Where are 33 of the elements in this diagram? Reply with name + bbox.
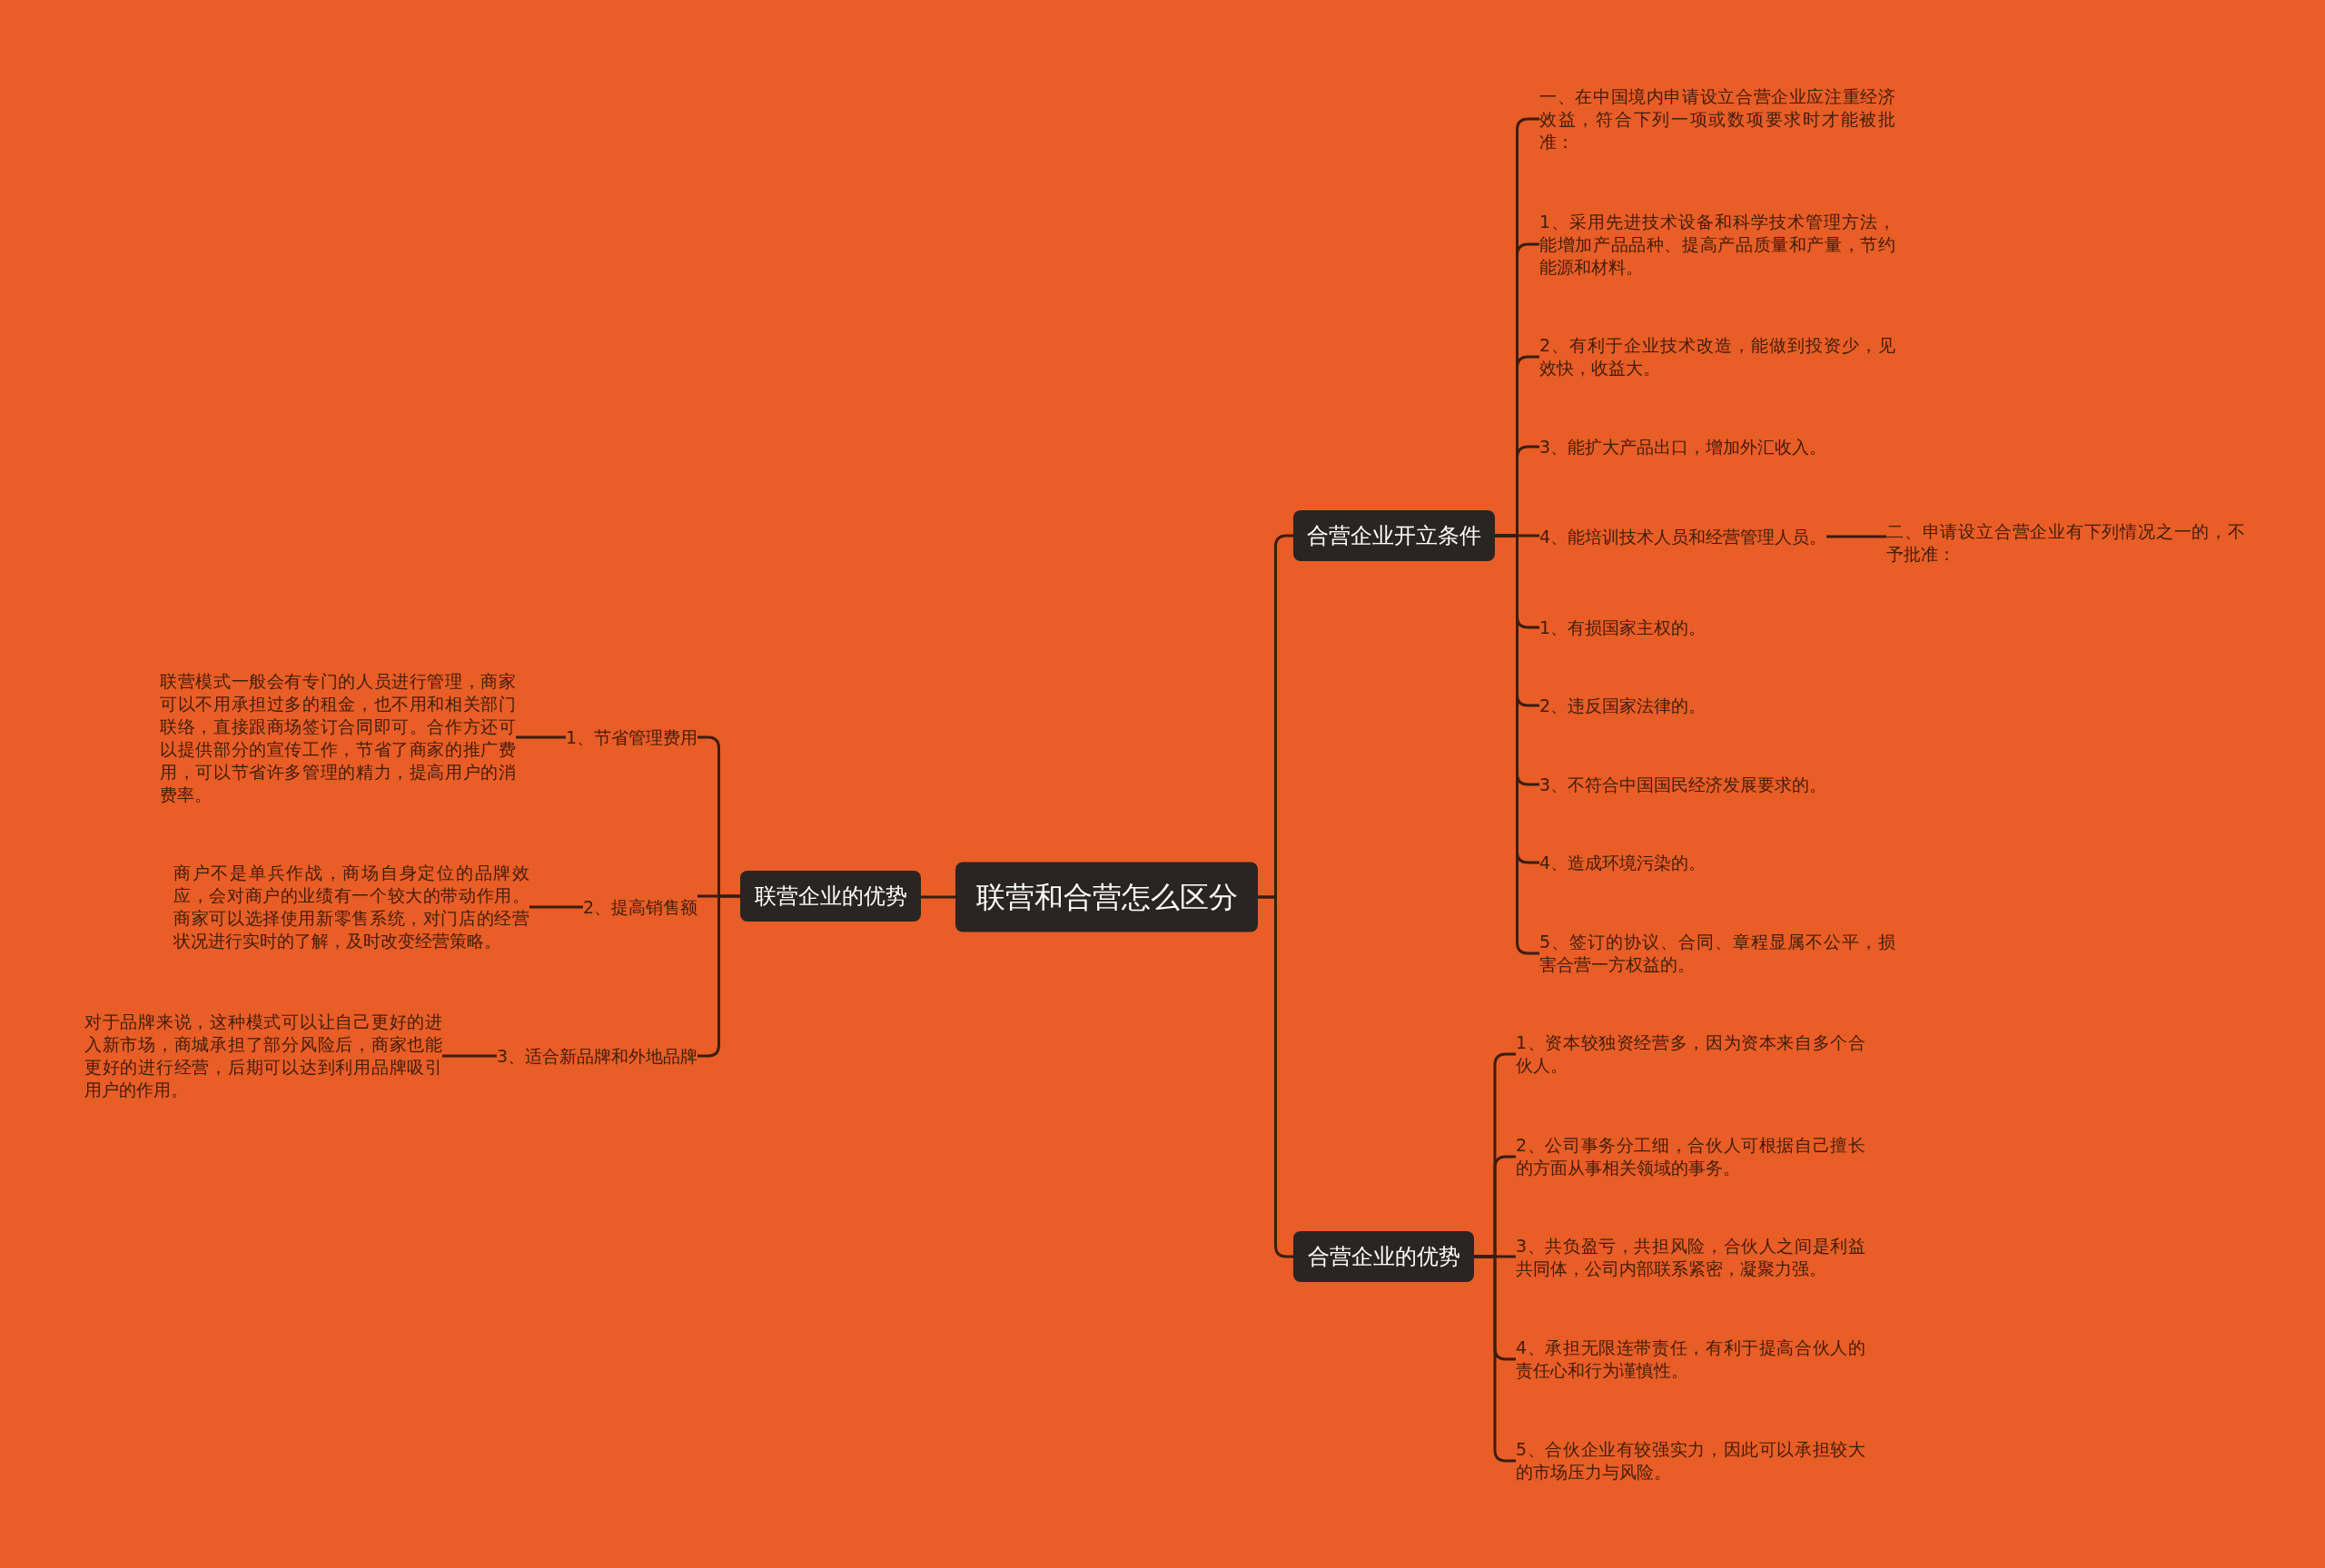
branch-text: 4、造成环境污染的。	[1539, 851, 1707, 874]
connector-line	[1495, 534, 1539, 955]
topic-box: 合营企业的优势	[1293, 1231, 1474, 1282]
topic-box: 联营企业的优势	[740, 871, 921, 922]
connector-line	[1258, 895, 1293, 1258]
branch-text: 3、共负盈亏，共担风险，合伙人之间是利益共同体，公司内部联系紧密，凝聚力强。	[1516, 1235, 1865, 1280]
branch-text: 对于品牌来说，这种模式可以让自己更好的进入新市场，商城承担了部分风险后，商家也能更好的进行经营，后期可以达到利用品牌吸引用户的作用。	[84, 1011, 442, 1101]
branch-text: 5、签订的协议、合同、章程显属不公平，损害合营一方权益的。	[1539, 931, 1895, 976]
connector-line	[516, 735, 566, 739]
topic-box: 合营企业开立条件	[1293, 510, 1495, 561]
connector-line	[921, 895, 955, 899]
branch-text: 联营模式一般会有专门的人员进行管理，商家可以不用承担过多的租金，也不用和相关部门联络，直接跟商场签订合同即可。合作方还可以提供部分的宣传工作，节省了商家的推广费用，可以节省许多管理的精力，提高用户的消费率。	[160, 670, 516, 806]
branch-text: 2、提高销售额	[582, 895, 698, 919]
branch-text: 1、采用先进技术设备和科学技术管理方法，能增加产品品种、提高产品质量和产量，节约能源和材料。	[1539, 210, 1895, 279]
branch-text: 1、节省管理费用	[565, 725, 698, 749]
connector-line	[1826, 535, 1886, 538]
branch-text: 5、合伙企业有较强实力，因此可以承担较大的市场压力与风险。	[1516, 1438, 1865, 1484]
branch-text: 2、有利于企业技术改造，能做到投资少，见效快，收益大。	[1539, 334, 1895, 380]
branch-text: 3、不符合中国国民经济发展要求的。	[1539, 773, 1827, 796]
branch-text: 一、在中国境内申请设立合营企业应注重经济效益，符合下列一项或数项要求时才能被批准：	[1539, 84, 1895, 153]
connector-line	[442, 1054, 497, 1058]
branch-text: 1、资本较独资经营多，因为资本来自多个合伙人。	[1516, 1031, 1865, 1077]
branch-text: 1、有损国家主权的。	[1539, 616, 1707, 639]
branch-text: 3、能扩大产品出口，增加外汇收入。	[1539, 435, 1827, 459]
connector-line	[529, 905, 583, 909]
branch-text: 2、违反国家法律的。	[1539, 694, 1707, 717]
branch-text: 4、承担无限连带责任，有利于提高合伙人的责任心和行为谨慎性。	[1516, 1336, 1865, 1382]
topic-box: 联营和合营怎么区分	[955, 862, 1258, 932]
branch-text: 二、申请设立合营企业有下列情况之一的，不予批准：	[1886, 520, 2245, 566]
branch-text: 4、能培训技术人员和经营管理人员。	[1539, 525, 1827, 548]
branch-text: 2、公司事务分工细，合伙人可根据自己擅长的方面从事相关领域的事务。	[1516, 1134, 1865, 1179]
branch-text: 3、适合新品牌和外地品牌	[496, 1044, 698, 1068]
branch-text: 商户不是单兵作战，商场自身定位的品牌效应，会对商户的业绩有一个较大的带动作用。商家可以选择使用新零售系统，对门店的经营状况进行实时的了解，及时改变经营策略。	[173, 862, 529, 952]
